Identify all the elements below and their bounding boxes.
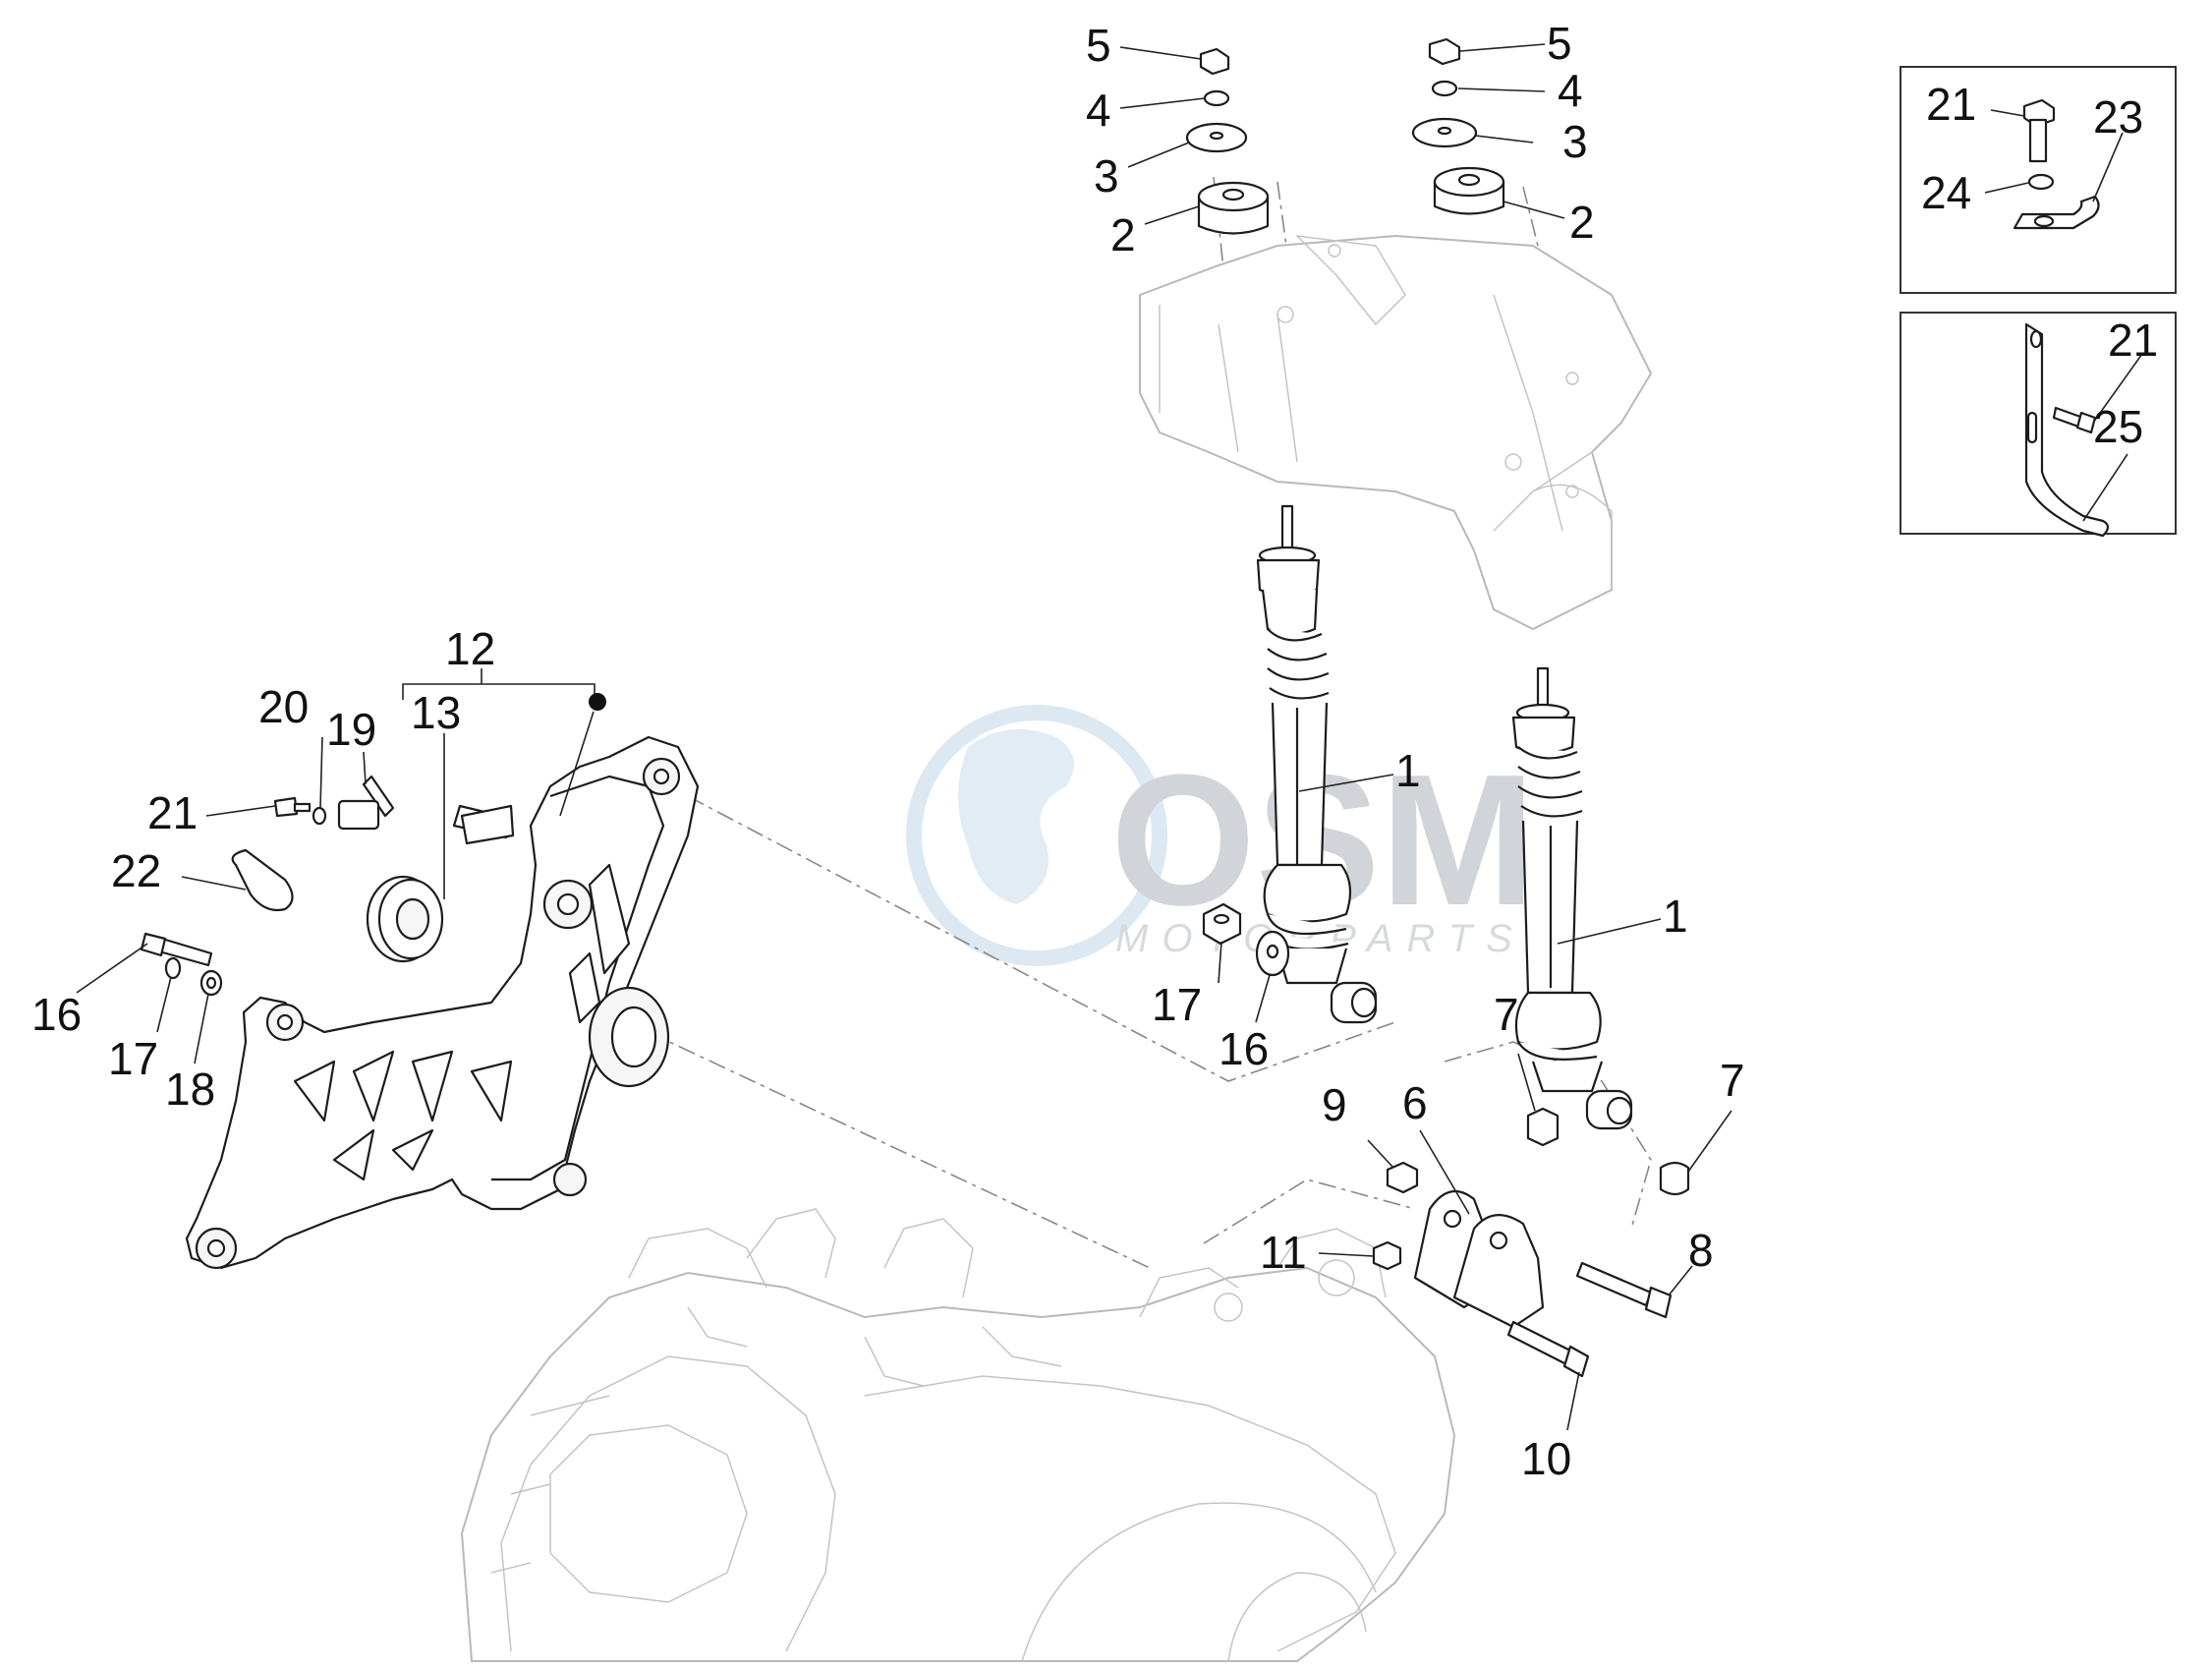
frame-bracket bbox=[1139, 234, 1653, 631]
callout-7-left: 7 bbox=[1494, 989, 1519, 1040]
callout-10: 10 bbox=[1521, 1433, 1571, 1484]
callout-24: 24 bbox=[1921, 167, 1971, 218]
nut-9 bbox=[1386, 1161, 1419, 1194]
callout-7-right: 7 bbox=[1720, 1055, 1745, 1106]
leader-lines bbox=[76, 43, 2143, 1431]
callout-19: 19 bbox=[326, 704, 376, 755]
top-mount-stack-right bbox=[1411, 37, 1505, 215]
bolt-8 bbox=[1575, 1261, 1653, 1307]
callout-8: 8 bbox=[1688, 1225, 1714, 1276]
swing-arm-small-parts bbox=[140, 775, 395, 997]
watermark-globe-ring bbox=[906, 705, 1167, 966]
callout-21-inset-bottom: 21 bbox=[2108, 315, 2158, 366]
callout-5-left: 5 bbox=[1086, 20, 1111, 71]
washer-4-left bbox=[1203, 89, 1230, 107]
callout-15: 17 bbox=[1152, 979, 1202, 1030]
bolt-21-left bbox=[273, 796, 299, 818]
callout-20: 20 bbox=[258, 681, 309, 732]
bracket-plates-6 bbox=[1413, 1189, 1545, 1329]
callout-23: 23 bbox=[2093, 91, 2143, 143]
callout-1-right-shock: 1 bbox=[1663, 891, 1688, 942]
callout-6: 6 bbox=[1402, 1077, 1428, 1128]
washer-24-inset bbox=[2027, 173, 2055, 191]
callout-4-right: 4 bbox=[1558, 65, 1583, 116]
washer-20 bbox=[312, 806, 327, 826]
shock-absorber-left bbox=[1256, 504, 1378, 1024]
callout-3-left: 3 bbox=[1094, 150, 1119, 201]
shock-small-parts bbox=[1202, 902, 1690, 1271]
callout-22: 22 bbox=[111, 845, 161, 896]
callout-11: 11 bbox=[1260, 1227, 1307, 1278]
callout-18: 18 bbox=[165, 1064, 215, 1115]
swing-arm-12 bbox=[185, 735, 700, 1270]
bushing-7-left bbox=[1526, 1107, 1560, 1147]
callout-21-swingarm: 21 bbox=[147, 787, 198, 838]
callout-9: 9 bbox=[1322, 1079, 1347, 1130]
callout-21-inset-top: 21 bbox=[1926, 79, 1976, 130]
engine-assembly bbox=[460, 1208, 1456, 1662]
shock-absorber-right bbox=[1511, 666, 1633, 1130]
callout-12: 12 bbox=[445, 623, 495, 674]
callout-2-right: 2 bbox=[1569, 197, 1595, 248]
bolt-10 bbox=[1506, 1320, 1574, 1366]
callout-13: 13 bbox=[411, 687, 461, 738]
top-mount-stack-left bbox=[1185, 47, 1270, 235]
washer-4-right bbox=[1431, 80, 1458, 97]
bushing-7-right bbox=[1659, 1161, 1690, 1196]
callout-3-right: 3 bbox=[1562, 116, 1588, 167]
callout-14: 16 bbox=[1219, 1023, 1269, 1074]
callout-labels: 5 4 3 2 5 4 3 2 1 1 17 16 7 7 6 9 11 8 1… bbox=[31, 18, 2158, 1484]
callout-4-left: 4 bbox=[1086, 85, 1111, 136]
callout-17: 17 bbox=[108, 1033, 158, 1084]
kit-bullet-dot bbox=[589, 693, 606, 711]
nut-11 bbox=[1372, 1240, 1402, 1271]
inset-box-top bbox=[1900, 66, 2177, 294]
bolts bbox=[1506, 1261, 1673, 1378]
callout-1-left-shock: 1 bbox=[1395, 745, 1421, 796]
bearing-13 bbox=[366, 875, 444, 963]
group-12-bracket bbox=[402, 668, 606, 817]
nut-5-right bbox=[1428, 37, 1461, 66]
callout-16: 16 bbox=[31, 989, 82, 1040]
callout-5-right: 5 bbox=[1547, 18, 1572, 69]
callout-25: 25 bbox=[2093, 401, 2143, 452]
clip-22 bbox=[231, 848, 294, 912]
washer-17 bbox=[164, 956, 182, 980]
watermark-globe-land bbox=[958, 729, 1074, 904]
inset-box-bottom bbox=[1900, 312, 2177, 538]
nut-5-left bbox=[1199, 47, 1230, 76]
callout-2-left: 2 bbox=[1110, 209, 1136, 260]
